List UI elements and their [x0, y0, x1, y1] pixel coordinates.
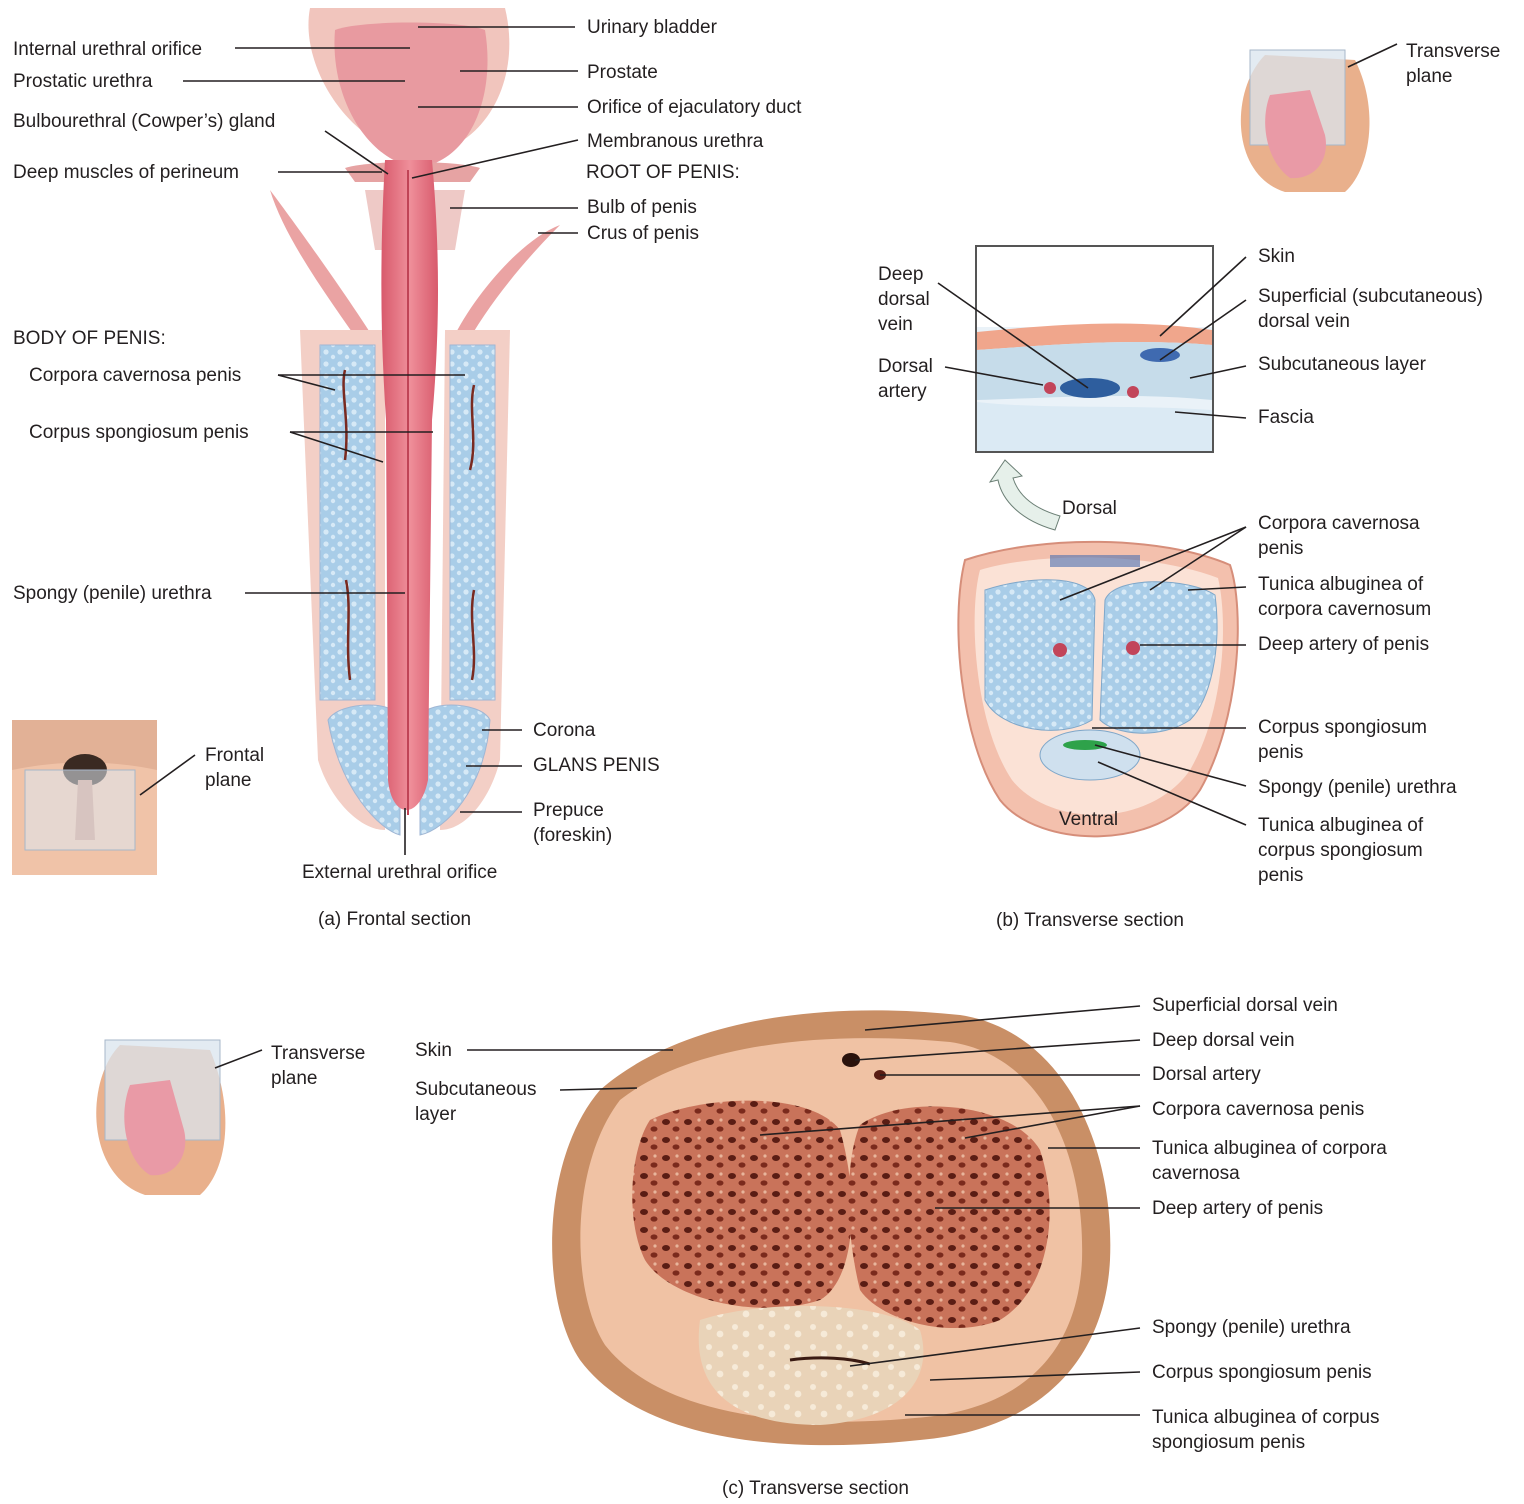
leader-line — [1348, 44, 1397, 67]
label-crus-of-penis: Crus of penis — [587, 221, 699, 246]
label-corpus-spongiosum-a: Corpus spongiosum penis — [29, 420, 249, 445]
caption-frontal-section: (a) Frontal section — [318, 909, 471, 931]
dorsal-inset-box — [976, 246, 1213, 452]
label-prostatic-urethra: Prostatic urethra — [13, 69, 152, 94]
label-root-of-penis: ROOT OF PENIS: — [586, 160, 740, 185]
label-corpus-spongiosum-c: Corpus spongiosum penis — [1152, 1360, 1372, 1385]
label-corpus-spongiosum-b: Corpus spongiosum penis — [1258, 715, 1427, 765]
label-subcutaneous-layer-b: Subcutaneous layer — [1258, 352, 1426, 377]
label-superficial-dorsal-vein-c: Superficial dorsal vein — [1152, 993, 1338, 1018]
label-glans-penis: GLANS PENIS — [533, 753, 660, 778]
transverse-section-b-illustration — [958, 542, 1237, 837]
label-transverse-plane-b: Transverse plane — [1406, 39, 1500, 89]
label-deep-artery-c: Deep artery of penis — [1152, 1196, 1323, 1221]
label-bulbourethral-gland: Bulbourethral (Cowper’s) gland — [13, 109, 275, 134]
frontal-section-illustration — [270, 8, 560, 835]
label-internal-urethral-orifice: Internal urethral orifice — [13, 37, 202, 62]
label-prepuce: Prepuce (foreskin) — [533, 798, 612, 848]
caption-transverse-section-c: (c) Transverse section — [722, 1478, 909, 1500]
frontal-plane-thumbnail — [12, 720, 157, 875]
label-spongy-urethra-b: Spongy (penile) urethra — [1258, 775, 1457, 800]
label-skin-b: Skin — [1258, 244, 1295, 269]
label-corpora-cavernosa-b: Corpora cavernosa penis — [1258, 511, 1420, 561]
label-prostate: Prostate — [587, 60, 658, 85]
label-deep-muscles-perineum: Deep muscles of perineum — [13, 160, 239, 185]
label-deep-artery-b: Deep artery of penis — [1258, 632, 1429, 657]
leader-line — [215, 1050, 262, 1068]
label-ventral: Ventral — [1059, 807, 1118, 832]
label-external-urethral-orifice: External urethral orifice — [302, 860, 497, 885]
transverse-plane-thumbnail-c — [96, 1040, 225, 1195]
label-tunica-albuginea-cc-c: Tunica albuginea of corpora cavernosa — [1152, 1136, 1387, 1186]
label-dorsal-artery-c: Dorsal artery — [1152, 1062, 1261, 1087]
label-skin-c: Skin — [415, 1038, 452, 1063]
label-tunica-albuginea-cs-c: Tunica albuginea of corpus spongiosum pe… — [1152, 1405, 1379, 1455]
label-body-of-penis: BODY OF PENIS: — [13, 326, 166, 351]
inset-arrow — [990, 460, 1060, 530]
label-dorsal: Dorsal — [1062, 496, 1117, 521]
caption-transverse-section-b: (b) Transverse section — [996, 910, 1184, 932]
label-dorsal-artery-b: Dorsal artery — [878, 354, 933, 404]
label-transverse-plane-c: Transverse plane — [271, 1041, 365, 1091]
label-tunica-albuginea-cs-b: Tunica albuginea of corpus spongiosum pe… — [1258, 813, 1423, 888]
label-frontal-plane: Frontal plane — [205, 743, 264, 793]
label-spongy-urethra-c: Spongy (penile) urethra — [1152, 1315, 1351, 1340]
label-urinary-bladder: Urinary bladder — [587, 15, 717, 40]
label-orifice-ejaculatory-duct: Orifice of ejaculatory duct — [587, 95, 801, 120]
label-bulb-of-penis: Bulb of penis — [587, 195, 697, 220]
label-fascia: Fascia — [1258, 405, 1314, 430]
label-superficial-dorsal-vein-b: Superficial (subcutaneous) dorsal vein — [1258, 284, 1483, 334]
label-subcutaneous-layer-c: Subcutaneous layer — [415, 1077, 537, 1127]
label-corpora-cavernosa-c: Corpora cavernosa penis — [1152, 1097, 1364, 1122]
label-spongy-urethra-a: Spongy (penile) urethra — [13, 581, 212, 606]
label-deep-dorsal-vein-b: Deep dorsal vein — [878, 262, 930, 337]
label-deep-dorsal-vein-c: Deep dorsal vein — [1152, 1028, 1295, 1053]
transverse-plane-thumbnail-b — [1241, 50, 1370, 192]
label-membranous-urethra: Membranous urethra — [587, 129, 763, 154]
label-corona: Corona — [533, 718, 595, 743]
label-corpora-cavernosa-a: Corpora cavernosa penis — [29, 363, 241, 388]
label-tunica-albuginea-cc-b: Tunica albuginea of corpora cavernosum — [1258, 572, 1431, 622]
